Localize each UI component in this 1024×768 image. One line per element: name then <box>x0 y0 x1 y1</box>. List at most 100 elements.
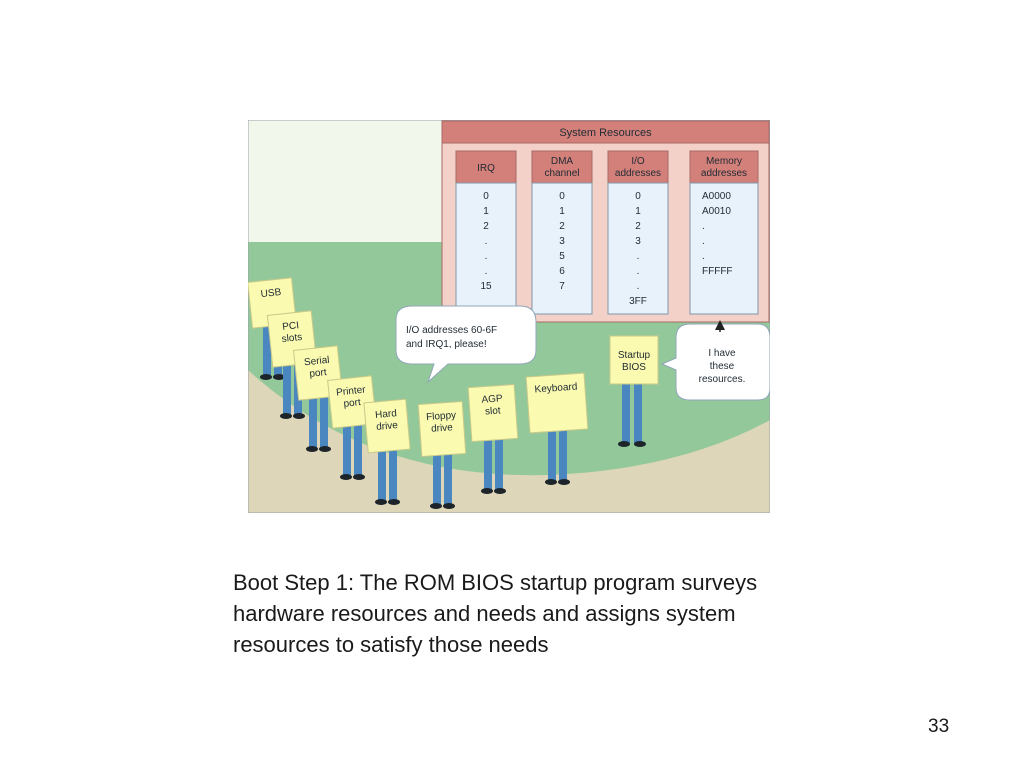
device-sign: Keyboard <box>525 372 589 434</box>
column-header-line-1: Memory <box>706 156 742 167</box>
device-label-line-1: Keyboard <box>534 382 577 396</box>
bios-bubble-line-2: these <box>710 361 735 372</box>
device-sign-board <box>525 372 589 434</box>
person-leg-left <box>433 451 441 506</box>
column-header-line-1: I/O <box>631 156 645 167</box>
person-leg-right <box>320 394 328 449</box>
panel-title-bar <box>441 120 770 144</box>
boot-step-illustration: System ResourcesIRQ012...15DMAchannel012… <box>248 120 770 513</box>
slide-caption: Boot Step 1: The ROM BIOS startup progra… <box>233 567 853 660</box>
person-shoe-right <box>293 413 305 419</box>
device-label-line-1: Hard <box>375 408 398 421</box>
column-header-bg <box>689 150 759 184</box>
device-sign-board <box>467 383 519 443</box>
column-value-line-3: . <box>702 221 705 232</box>
column-header-bg <box>531 150 593 184</box>
bios-sign-line-2: BIOS <box>622 362 646 373</box>
arrow-head <box>715 320 725 330</box>
person-shoe-left <box>280 413 292 419</box>
person-leg-right <box>559 427 567 482</box>
column-header-line-2: addresses <box>615 168 661 179</box>
device-sign-board <box>363 398 411 454</box>
person-shoe-right <box>273 374 285 380</box>
column-body-bg <box>531 182 593 315</box>
bios-shoe-right <box>634 441 646 447</box>
device-label-line-2: port <box>343 397 362 410</box>
person-shoe-right <box>319 446 331 452</box>
column-value-line-6: . <box>637 266 640 277</box>
column-value-line-1: 0 <box>483 191 489 202</box>
bios-leg-right <box>634 380 642 444</box>
device-sign-board <box>327 375 377 429</box>
device-label-line-2: port <box>309 367 328 380</box>
person-leg-right <box>444 451 452 506</box>
device-label-line-2: slots <box>281 332 303 345</box>
person-leg-right <box>495 436 503 491</box>
bios-sign-line-1: Startup <box>618 350 651 361</box>
person-shoe-left <box>260 374 272 380</box>
person-shoe-right <box>353 474 365 480</box>
device-label-line-1: Floppy <box>426 410 457 423</box>
column-header-line-2: addresses <box>701 168 747 179</box>
column-value-line-2: A0010 <box>702 206 731 217</box>
device-label-line-2: slot <box>485 405 502 417</box>
person-leg-left <box>263 322 271 377</box>
bios-sign-board <box>609 335 659 385</box>
bios-bubble-line-1: I have <box>708 348 736 359</box>
device-label-line-1: PCI <box>282 320 300 333</box>
bios-leg-left <box>622 380 630 444</box>
column-value-line-3: 2 <box>483 221 489 232</box>
column-value-line-2: 1 <box>559 206 565 217</box>
column-value-line-4: . <box>485 236 488 247</box>
device-queue: USBPCIslotsSerialportPrinterportHarddriv… <box>248 277 659 509</box>
person-shoe-left <box>430 503 442 509</box>
person-leg-left <box>283 361 291 416</box>
device-label-line-1: AGP <box>481 393 503 405</box>
column-value-line-1: 0 <box>559 191 565 202</box>
column-value-line-4: 3 <box>635 236 641 247</box>
column-value-line-1: A0000 <box>702 191 731 202</box>
page-number: 33 <box>928 716 950 737</box>
person-shoe-left <box>340 474 352 480</box>
bios-speech-bubble: I have these resources. <box>660 323 770 401</box>
person-shoe-right <box>558 479 570 485</box>
device-label-line-2: drive <box>431 422 454 435</box>
person-shoe-left <box>545 479 557 485</box>
person-leg-left <box>309 394 317 449</box>
column-value-line-4: 3 <box>559 236 565 247</box>
column-value-line-5: . <box>702 251 705 262</box>
device-label-line-1: USB <box>260 287 282 300</box>
column-value-line-5: . <box>485 251 488 262</box>
person-shoe-left <box>481 488 493 494</box>
person-leg-left <box>548 427 556 482</box>
person-leg-left <box>343 422 351 477</box>
person-shoe-right <box>494 488 506 494</box>
caption-line-3: resources to satisfy those needs <box>233 632 549 657</box>
person-shoe-left <box>306 446 318 452</box>
person-leg-right <box>354 422 362 477</box>
request-bubble-line-1: I/O addresses 60-6F <box>406 325 497 336</box>
column-header-line-1: IRQ <box>477 163 495 174</box>
column-value-line-3: 2 <box>559 221 565 232</box>
column-value-line-2: 1 <box>635 206 641 217</box>
device-label-line-1: Serial <box>304 355 331 369</box>
bios-bubble-line-3: resources. <box>699 374 746 385</box>
column-header-bg <box>607 150 669 184</box>
column-value-line-6: . <box>485 266 488 277</box>
column-value-line-8: 3FF <box>629 296 647 307</box>
person-shoe-right <box>443 503 455 509</box>
bios-shoe-left <box>618 441 630 447</box>
column-value-line-1: 0 <box>635 191 641 202</box>
